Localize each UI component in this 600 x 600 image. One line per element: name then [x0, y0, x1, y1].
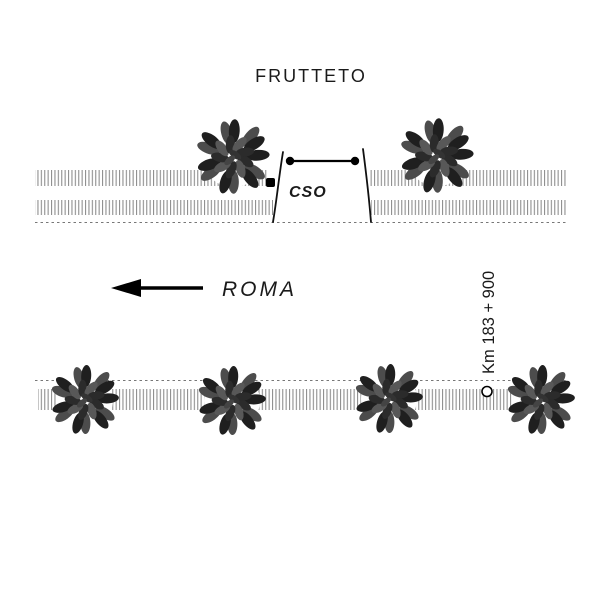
- km-marker: Km 183 + 900: [480, 271, 498, 398]
- measure-dot-right: [350, 156, 360, 166]
- roma-label: ROMA: [222, 278, 297, 301]
- gap-measurement-line: [285, 156, 360, 166]
- tree: [50, 364, 120, 435]
- access-flare-curve-left: [272, 151, 284, 223]
- access-point-marker: [266, 178, 275, 187]
- km-marker-circle: [481, 385, 493, 398]
- access-flare-curve-right: [362, 148, 372, 223]
- cso-label: CSO: [289, 184, 327, 201]
- hedge-top-row2-left: [35, 200, 273, 215]
- hedge-top-row2-right: [371, 200, 566, 215]
- tree: [354, 363, 424, 434]
- km-marker-label: Km 183 + 900: [480, 271, 498, 374]
- hedge-band-bottom: [38, 389, 566, 410]
- frutteto-label: FRUTTETO: [255, 66, 367, 86]
- direction-arrow: [111, 279, 203, 297]
- arrow-head-icon: [111, 279, 141, 297]
- tree: [197, 365, 267, 436]
- measure-dot-left: [285, 156, 295, 166]
- tree: [506, 364, 576, 435]
- tree-row-top: [195, 117, 474, 195]
